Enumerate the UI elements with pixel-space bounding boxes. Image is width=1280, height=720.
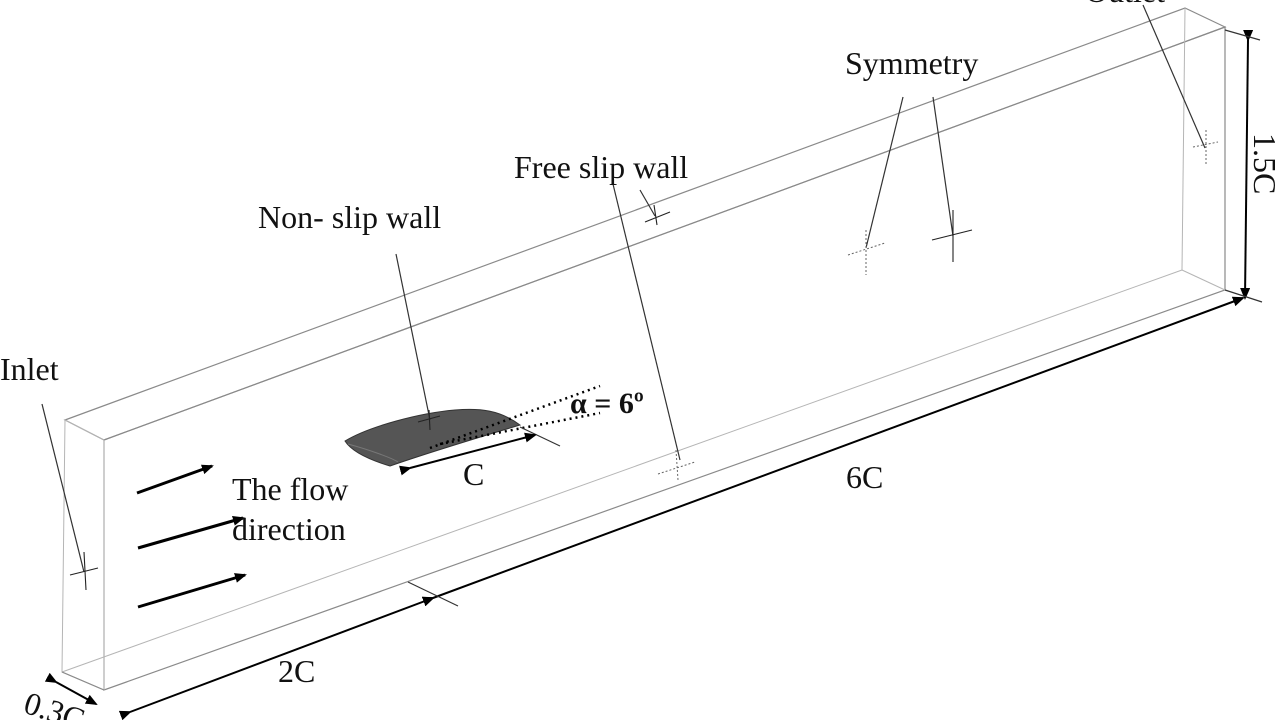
symmetry-leader-2 xyxy=(932,96,954,237)
non-slip-wall-label: Non- slip wall xyxy=(258,199,441,235)
domain-bottom-edge-left xyxy=(61,671,105,691)
domain-inlet-face xyxy=(61,419,105,691)
domain-front-face xyxy=(103,26,1226,691)
flow-arrow-1 xyxy=(136,464,214,495)
depth-label: 0.3C xyxy=(20,684,89,720)
inlet-label: Inlet xyxy=(0,351,59,387)
domain-top-face xyxy=(63,7,1227,441)
height-ext-top xyxy=(1224,29,1261,41)
domain-back-edge-right xyxy=(1181,7,1186,271)
symmetry-marker-1 xyxy=(847,230,886,275)
symmetry-leader-1 xyxy=(865,96,904,249)
free-slip-marker-top xyxy=(644,204,671,226)
inlet-leader xyxy=(41,403,85,573)
outlet-marker xyxy=(1192,130,1219,165)
free-slip-marker-bottom xyxy=(657,449,696,481)
outlet-label: Outlet xyxy=(1085,0,1165,9)
dimensions xyxy=(44,29,1263,720)
domain-box xyxy=(61,7,1227,691)
flow-direction-label-line2: direction xyxy=(232,511,346,547)
chord-label: C xyxy=(463,456,484,492)
symmetry-marker-2 xyxy=(931,210,973,262)
length-6c-dimension-arrow xyxy=(421,296,1245,607)
free-slip-wall-label: Free slip wall xyxy=(514,149,688,185)
height-dimension-arrow xyxy=(1240,29,1254,300)
flow-direction-arrows xyxy=(136,464,247,609)
angle-label: α = 6º xyxy=(570,387,644,420)
symmetry-label: Symmetry xyxy=(845,45,978,81)
outlet-leader xyxy=(1142,4,1206,149)
domain-bottom-edge-right xyxy=(1181,269,1226,291)
height-label: 1.5C xyxy=(1247,133,1280,194)
inlet-marker xyxy=(69,551,99,591)
flow-arrow-2 xyxy=(137,515,245,550)
flow-direction-label-line1: The flow xyxy=(232,471,348,507)
length-2c-dimension-arrow xyxy=(118,596,435,720)
boundary-markers xyxy=(69,130,1219,591)
length-ext-mid xyxy=(407,581,459,607)
flow-arrow-3 xyxy=(137,573,247,609)
domain-back-bottom-edge xyxy=(61,269,1183,673)
depth-dimension-arrow xyxy=(44,672,98,705)
length-2c-label: 2C xyxy=(278,653,315,689)
height-ext-bottom xyxy=(1224,289,1263,303)
non-slip-leader xyxy=(395,253,431,421)
length-6c-label: 6C xyxy=(846,459,883,495)
free-slip-leader-2 xyxy=(639,189,656,217)
